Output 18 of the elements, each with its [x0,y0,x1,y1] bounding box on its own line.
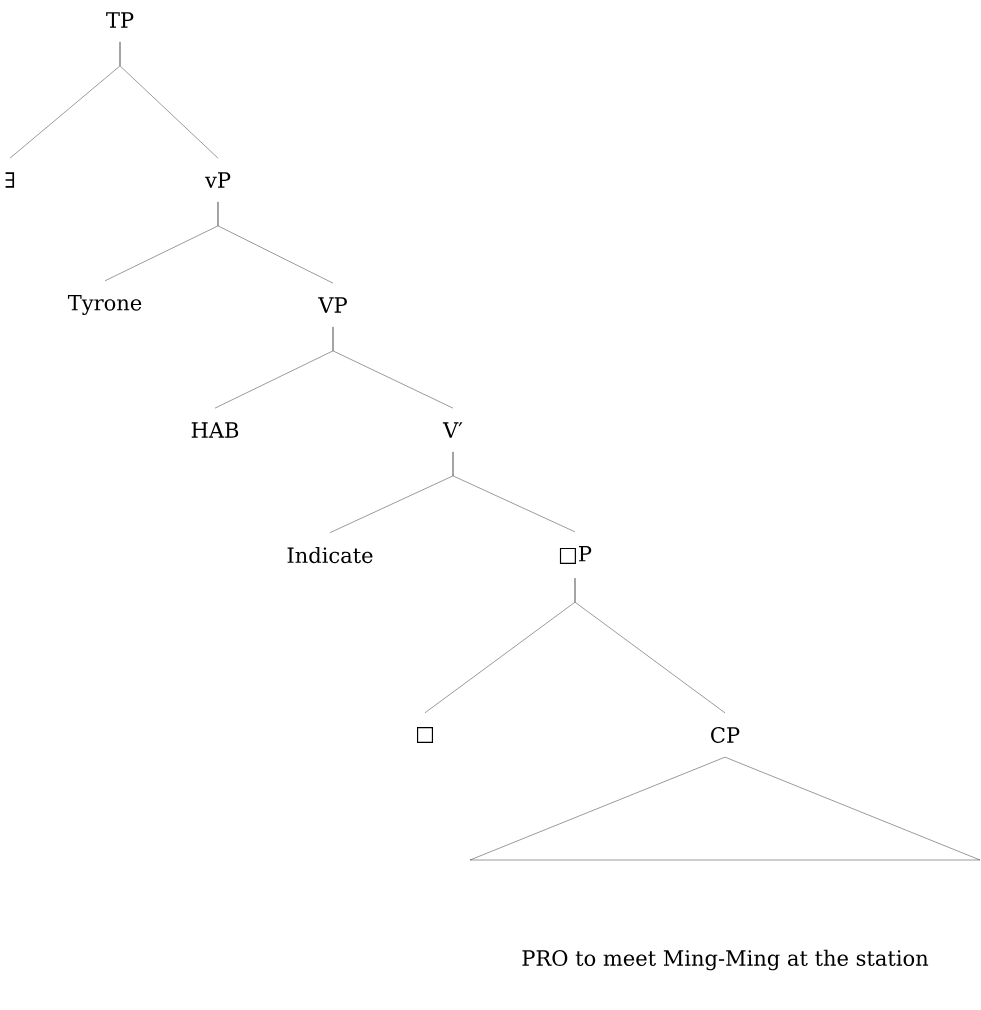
tree-branch [217,201,334,284]
node-label: □ [417,727,433,744]
node-label: HAB [191,422,239,438]
node-label: VP [318,297,347,313]
node-label: CP [711,727,740,743]
node-label: Tyrone [67,295,142,315]
node-label: ∃ [5,172,15,188]
node-label: TP [106,12,134,28]
triangle [469,756,981,861]
tree-branch [574,577,726,714]
tree-branch [332,326,454,409]
node-label: vP [204,172,231,188]
node-label: Indicate [287,546,373,564]
tree-branch [119,41,219,159]
node-label: □P [559,546,592,564]
tree-branch [452,451,576,533]
node-label: V′ [442,422,463,438]
node-label: PRO to meet Ming-Ming at the station [522,949,929,971]
